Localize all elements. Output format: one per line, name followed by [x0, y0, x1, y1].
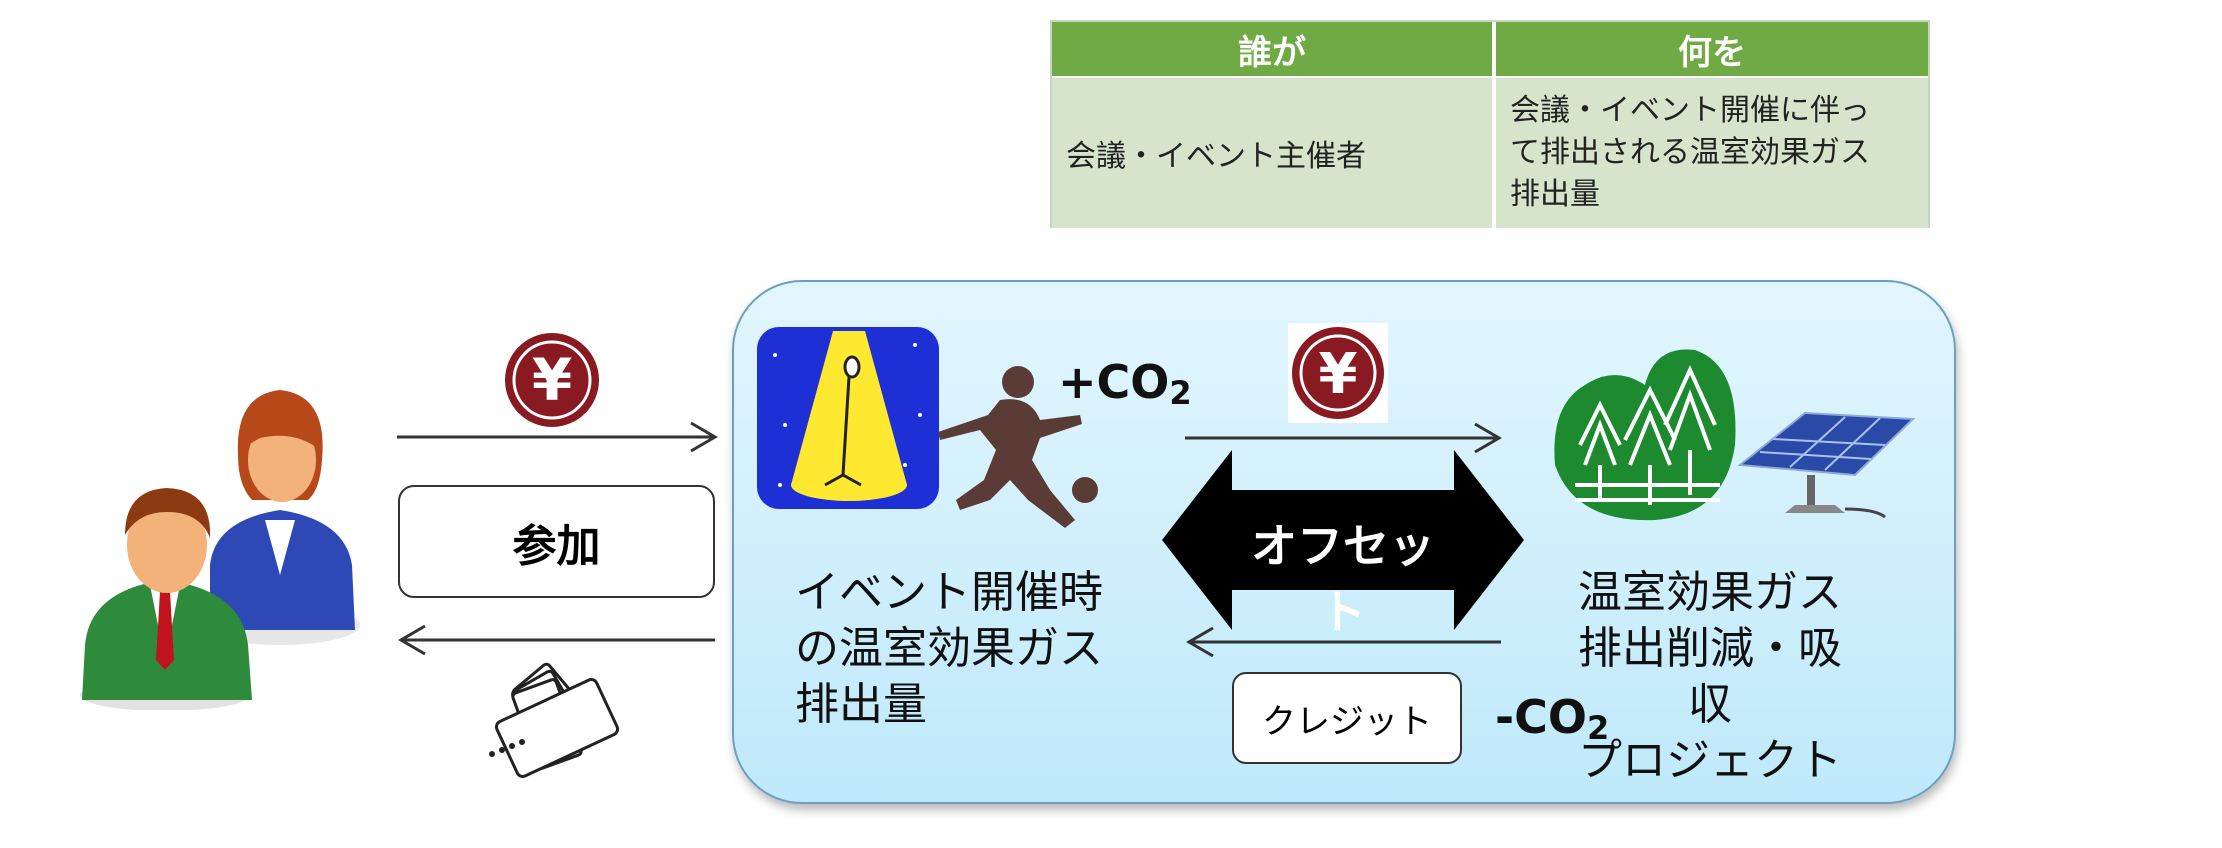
offset-label: オフセット — [1251, 519, 1435, 639]
plus-co2-text: +CO — [1058, 355, 1170, 409]
stage-microphone-icon — [757, 327, 939, 509]
yen-symbol: ¥ — [1319, 342, 1358, 407]
table-cell-what-line: 排出量 — [1510, 177, 1600, 212]
plus-co2-label: +CO2 — [1058, 355, 1192, 412]
table-divider — [1492, 22, 1496, 228]
soccer-player-icon — [938, 366, 1098, 528]
flow-arrows-middle — [1185, 422, 1502, 658]
co2-subscript: 2 — [1169, 374, 1192, 412]
project-text-line: 温室効果ガス — [1578, 567, 1842, 618]
event-text-line: の温室効果ガス — [795, 623, 1103, 674]
table-header-what: 何を — [1496, 22, 1928, 76]
table-cell-what-line: て排出される温室効果ガス — [1510, 135, 1870, 170]
co2-subscript: 2 — [1586, 709, 1610, 747]
event-emission-text: イベント開催時 の温室効果ガス 排出量 — [795, 565, 1103, 733]
table-cell-who: 会議・イベント主催者 — [1052, 78, 1492, 228]
yen-symbol: ¥ — [532, 346, 572, 414]
table-cell-what: 会議・イベント開催に伴っ て排出される温室効果ガス 排出量 — [1496, 78, 1928, 228]
minus-co2-text: -CO — [1495, 690, 1587, 744]
project-text-line: 排出削減・吸収 — [1578, 623, 1842, 730]
participate-label: 参加 — [512, 520, 601, 572]
people-icon — [80, 390, 360, 710]
credit-label: クレジット — [1262, 701, 1432, 742]
minus-co2-label: -CO2 — [1495, 690, 1609, 747]
offset-double-arrow — [1162, 450, 1524, 630]
credit-box: クレジット — [1232, 672, 1462, 764]
solar-panel-icon — [1737, 411, 1915, 519]
yen-coin-icon: ¥ — [505, 333, 599, 427]
ticket-icon — [489, 662, 620, 778]
forest-icon — [1554, 349, 1736, 521]
table-header-who: 誰が — [1052, 22, 1492, 76]
participate-box: 参加 — [398, 485, 715, 598]
event-text-line: 排出量 — [795, 679, 927, 730]
yen-coin-icon: ¥ — [1288, 323, 1388, 423]
flow-arrows-left — [397, 421, 718, 655]
project-text-line: プロジェクト — [1578, 735, 1842, 786]
table-cell-what-line: 会議・イベント開催に伴っ — [1510, 93, 1870, 128]
event-text-line: イベント開催時 — [795, 567, 1103, 618]
project-text: 温室効果ガス 排出削減・吸収 プロジェクト — [1560, 565, 1860, 789]
responsibility-table: 誰が 何を 会議・イベント主催者 会議・イベント開催に伴っ て排出される温室効果… — [1050, 20, 1930, 228]
